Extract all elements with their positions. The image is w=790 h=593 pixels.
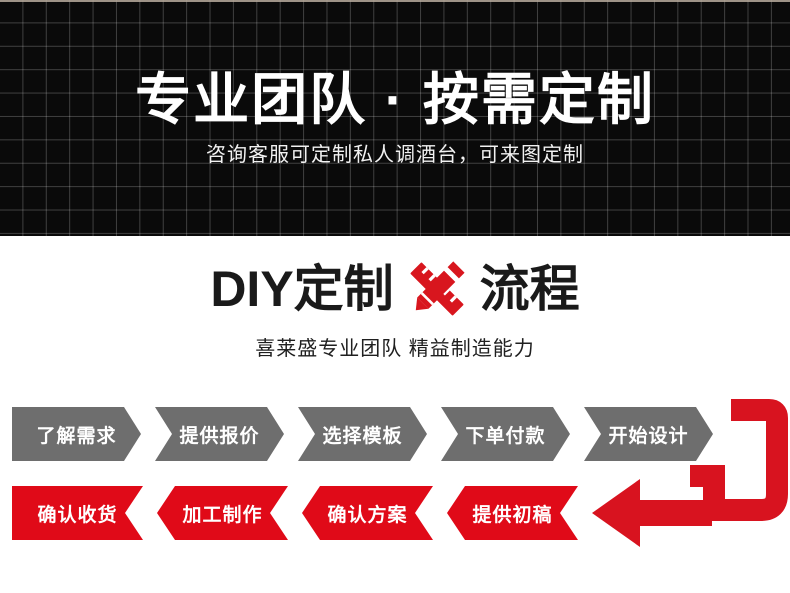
pencil-ruler-icon — [400, 256, 474, 322]
diy-heading-block: DIY定制 — [0, 236, 790, 386]
flow-step-understand-needs[interactable]: 了解需求 — [12, 407, 141, 461]
flow-step-confirm-plan[interactable]: 确认方案 — [302, 486, 433, 540]
hero-subtitle: 咨询客服可定制私人调酒台，可来图定制 — [206, 143, 584, 166]
flow-step-select-template[interactable]: 选择模板 — [298, 407, 427, 461]
flow-arrow-left-icon — [592, 478, 712, 548]
diy-subheading: 喜莱盛专业团队 精益制造能力 — [255, 338, 535, 360]
flow-step-label: 开始设计 — [608, 425, 689, 447]
flow-row-top: 了解需求 提供报价 选择模板 下单付款 开始设计 — [12, 407, 727, 461]
flow-step-place-order-pay[interactable]: 下单付款 — [441, 407, 570, 461]
flow-step-label: 选择模板 — [322, 425, 403, 447]
flow-step-provide-quote[interactable]: 提供报价 — [155, 407, 284, 461]
diy-title-row: DIY定制 — [210, 256, 580, 322]
hero-title: 专业团队 · 按需定制 — [135, 68, 655, 132]
flow-step-label: 了解需求 — [36, 425, 117, 447]
flow-step-production[interactable]: 加工制作 — [157, 486, 288, 540]
flow-step-label: 加工制作 — [182, 504, 263, 526]
hero-top-accent-line — [0, 0, 790, 2]
flow-step-provide-draft[interactable]: 提供初稿 — [447, 486, 578, 540]
flow-step-label: 下单付款 — [465, 425, 546, 447]
hero-banner: 专业团队 · 按需定制 咨询客服可定制私人调酒台，可来图定制 — [0, 0, 790, 236]
diy-heading-left: DIY定制 — [210, 261, 394, 317]
hero-content: 专业团队 · 按需定制 咨询客服可定制私人调酒台，可来图定制 — [0, 0, 790, 236]
flow-step-label: 确认收货 — [37, 504, 118, 526]
flow-step-label: 确认方案 — [327, 504, 408, 526]
flow-step-label: 提供报价 — [179, 425, 260, 447]
flow-step-start-design[interactable]: 开始设计 — [584, 407, 713, 461]
flow-step-confirm-receipt[interactable]: 确认收货 — [12, 486, 143, 540]
diy-heading-right: 流程 — [479, 261, 580, 317]
process-flow-diagram: 了解需求 提供报价 选择模板 下单付款 开始设计 确认收货 加工制作 确认方案 … — [0, 386, 790, 593]
flow-step-label: 提供初稿 — [472, 504, 553, 526]
flow-row-bottom: 确认收货 加工制作 确认方案 提供初稿 — [12, 486, 592, 540]
